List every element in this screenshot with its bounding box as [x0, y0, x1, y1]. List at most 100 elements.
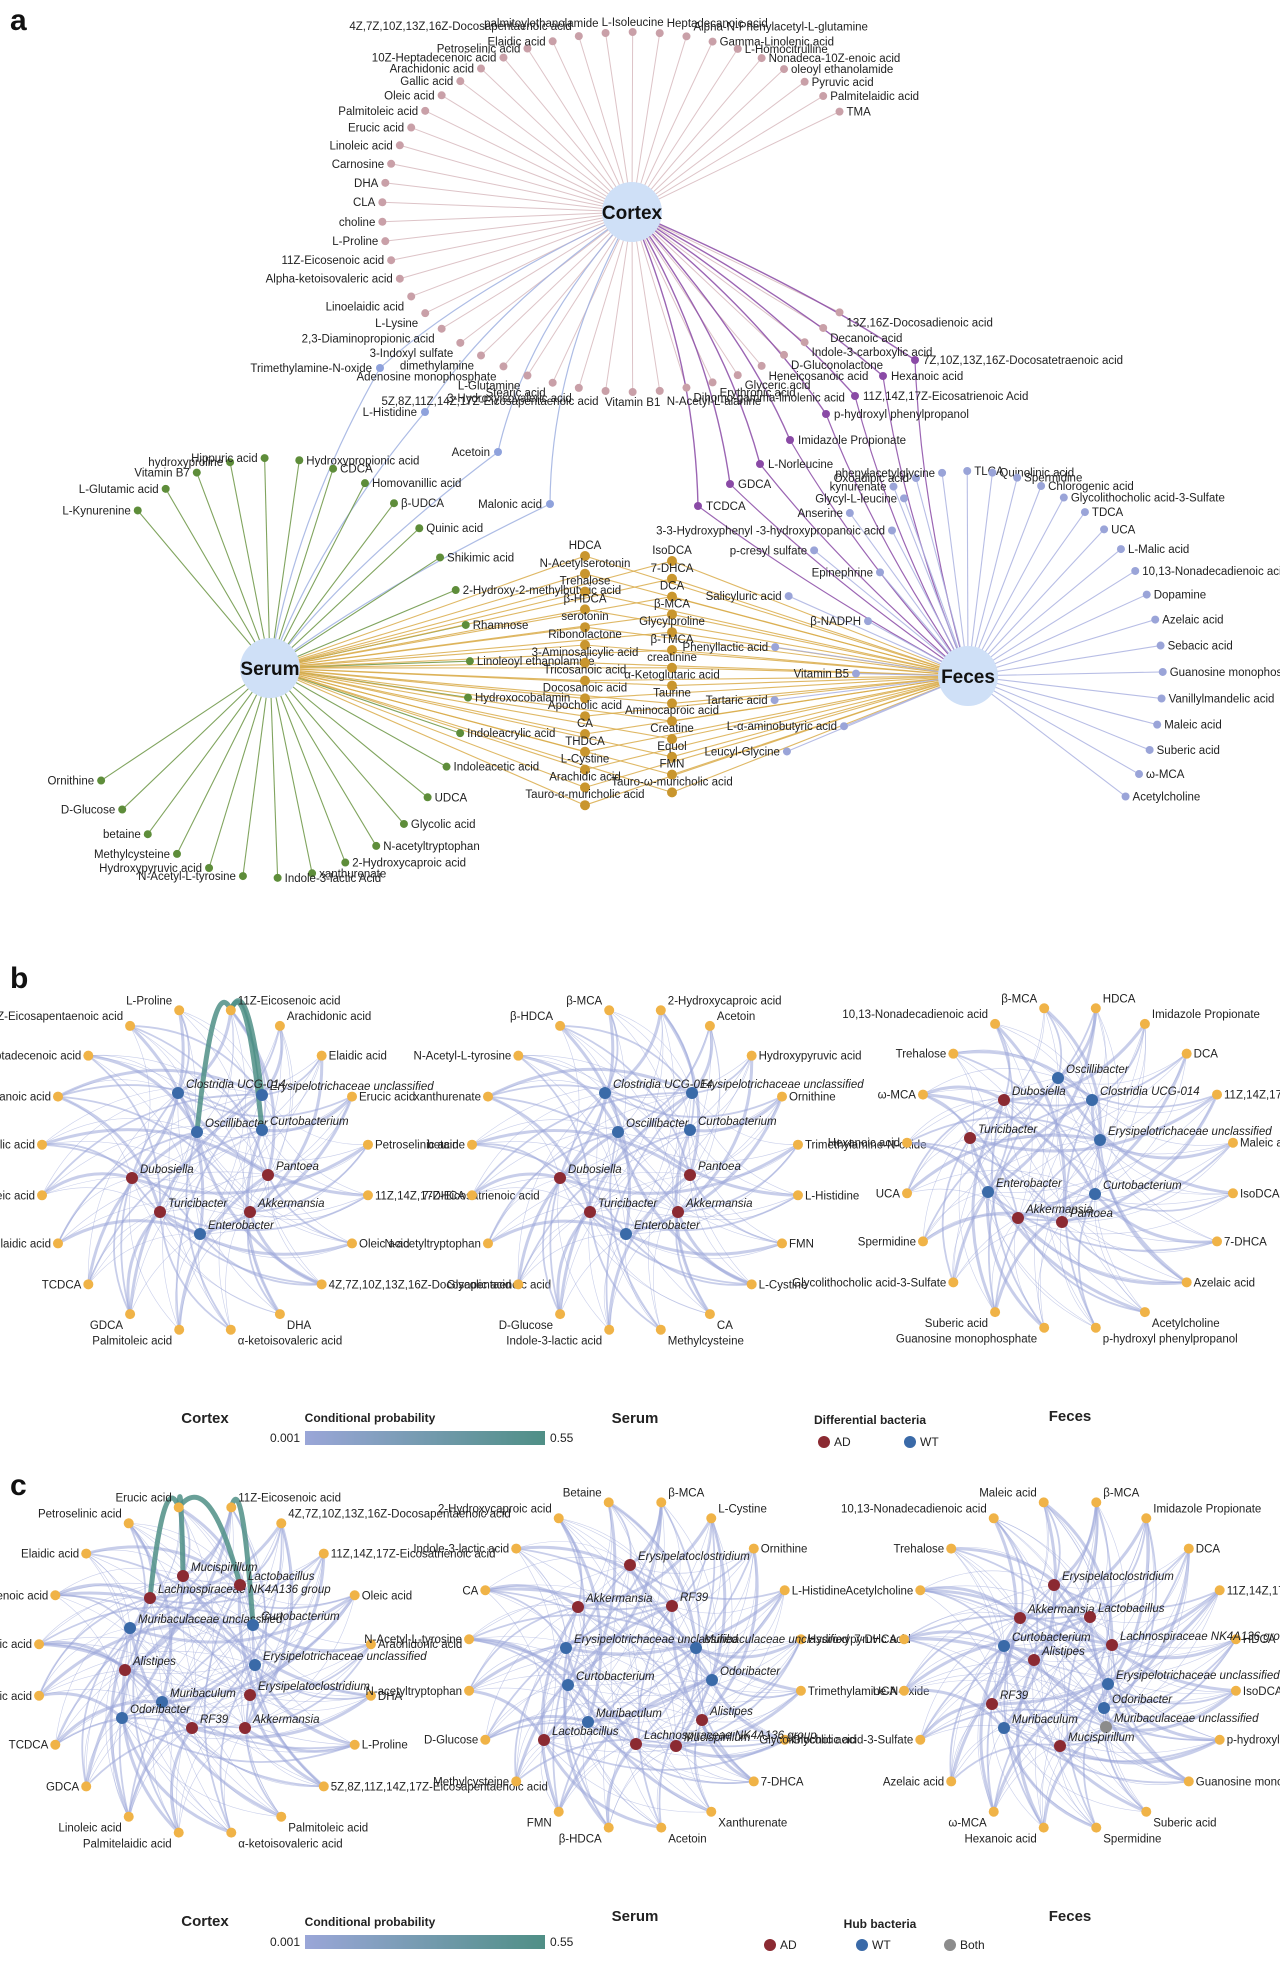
network-edge	[129, 1024, 205, 1235]
serum-metabolite-dot	[372, 841, 381, 850]
network-edge	[1003, 1502, 1098, 1729]
metabolite-dot	[915, 1585, 926, 1596]
feces-metabolite: TLCA	[963, 466, 1004, 478]
bacteria-label: RF39	[200, 1714, 229, 1726]
metabolite-node: Erucic acid	[347, 1091, 415, 1104]
network-edge	[1038, 1221, 1063, 1328]
bacteria-label: Erysipelatoclostridium	[1062, 1571, 1174, 1583]
network-edge	[487, 1177, 561, 1244]
network-edge	[159, 1194, 369, 1232]
metabolite-node: Trimethylamine-N-oxide	[795, 1685, 930, 1698]
cortex-metabolite-label: 3-Hydroxyisovaleric acid	[447, 393, 572, 405]
serum-metabolite-dot	[273, 873, 282, 882]
network-edge	[516, 1545, 674, 1608]
metabolite-node: betaine	[427, 1139, 478, 1152]
bacteria-dot	[1086, 1094, 1098, 1106]
network-edge	[920, 1724, 1061, 1747]
network-edge	[967, 497, 1065, 677]
metabolite-dot	[34, 1690, 45, 1701]
serum-metabolite-dot	[133, 506, 142, 515]
network-edge	[38, 1689, 193, 1729]
serum-feces-metabolite-label: Tauro-α-muricholic acid	[525, 789, 644, 801]
network-edge	[631, 81, 805, 213]
network-edge	[1003, 1099, 1187, 1283]
metabolite-label: Petroselinic acid	[38, 1508, 122, 1520]
bacteria-node: RF39	[666, 1592, 709, 1612]
metabolite-node: N-Acetyl-L-tyrosine	[364, 1634, 475, 1646]
feces-metabolite-label: Oxoadipic acid	[834, 473, 909, 485]
network-edge	[631, 211, 699, 507]
metabolite-dot	[1181, 1277, 1192, 1288]
metabolite-node: 7-DHCA	[854, 1634, 910, 1646]
network-edge	[86, 1553, 163, 1703]
network-edge	[1094, 1192, 1234, 1212]
network-edge	[269, 667, 673, 740]
network-edge	[608, 1502, 713, 1681]
bacteria-dot	[612, 1126, 624, 1138]
network-edge	[676, 1211, 753, 1286]
serum-metabolite-dot	[226, 458, 235, 467]
cortex-metabolite: L-Isoleucine	[602, 17, 664, 37]
bacteria-label: Dubosiella	[568, 1164, 622, 1176]
bacteria-node: Clostridia UCG-014	[172, 1079, 286, 1099]
metabolite-node: N-acetyltryptophan	[384, 1238, 493, 1250]
feces-metabolite-dot	[1080, 508, 1089, 517]
legend-c-both-swatch	[944, 1939, 956, 1951]
feces-metabolite-dot	[1131, 566, 1140, 575]
network-edge	[953, 1053, 993, 1193]
network-edge	[577, 1547, 755, 1611]
feces-metabolite-label: Chlorogenic acid	[1048, 481, 1134, 493]
metabolite-label: D-Glucose	[424, 1735, 478, 1747]
metabolite-node: Ornithine	[748, 1543, 807, 1556]
metabolite-dot	[948, 1277, 959, 1288]
metabolite-node: CA	[462, 1585, 491, 1597]
bacteria-dot	[1094, 1134, 1106, 1146]
network-edge	[558, 1518, 673, 1607]
bacteria-node: Alistipes	[696, 1706, 753, 1726]
metabolite-dot	[553, 1513, 564, 1524]
metabolite-node: 10Z-Heptadecenoic acid	[0, 1590, 61, 1602]
cortex-feces-metabolite: TCDCA	[694, 501, 746, 513]
serum-metabolite: L-Glutamic acid	[79, 484, 170, 496]
feces-metabolite-dot	[1135, 770, 1144, 779]
metabolite-node: IsoDCA	[1230, 1685, 1280, 1698]
metabolite-dot	[362, 1190, 373, 1201]
network-edge	[269, 667, 346, 863]
cortex-metabolite-label: Erythronic acid	[720, 387, 796, 399]
feces-metabolite-label: Vanillylmandelic acid	[1169, 693, 1275, 705]
network-edge	[1003, 1590, 1220, 1729]
feces-metabolite-dot	[852, 669, 860, 678]
metabolite-node: Hexanoic acid	[828, 1137, 913, 1150]
serum-metabolite-dot	[465, 657, 474, 666]
metabolite-node: 11Z,14Z,17Z-Eicosatrienoic Acid	[1212, 1089, 1280, 1102]
metabolite-label: Elaidic acid	[329, 1051, 387, 1063]
metabolite-node: Azelaic acid	[883, 1776, 957, 1788]
cortex-feces-metabolite: Imidazole Propionate	[786, 435, 906, 447]
bacteria-label: Turicibacter	[978, 1124, 1038, 1136]
network-feces: Hexanoic acidω-MCATrehalose10,13-Nonadec…	[792, 993, 1280, 1425]
network-edge	[631, 211, 731, 485]
metabolite-label: Hexanoic acid	[828, 1138, 900, 1150]
metabolite-label: Gallic acid	[0, 1639, 32, 1651]
metabolite-node: DCA	[1183, 1543, 1220, 1556]
serum-metabolite: L-Kynurenine	[62, 505, 142, 517]
network-edge	[269, 667, 586, 788]
serum-metabolite-dot	[456, 729, 465, 738]
network-edge	[557, 1678, 713, 1813]
network-edge	[487, 1201, 679, 1244]
legend-c-min: 0.001	[270, 1935, 300, 1949]
network-edge	[941, 1137, 971, 1283]
network-edge	[85, 1717, 123, 1787]
feces-metabolite-dot	[988, 468, 997, 477]
network-edge	[471, 1092, 606, 1196]
cortex-metabolite: 13Z,16Z-Docosadienoic acid	[835, 308, 993, 329]
network-edge	[57, 1177, 133, 1244]
network-edge	[38, 1597, 151, 1697]
network-edge	[1059, 1221, 1097, 1328]
metabolite-node: HDCA	[1090, 993, 1136, 1014]
feces-metabolite: Acetylcholine	[1121, 791, 1200, 803]
panel-label-c: c	[10, 1469, 27, 1502]
network-edge	[244, 1595, 355, 1729]
network-edge	[920, 1617, 1021, 1740]
cortex-metabolite-label: Heneicosanoic acid	[769, 371, 869, 383]
